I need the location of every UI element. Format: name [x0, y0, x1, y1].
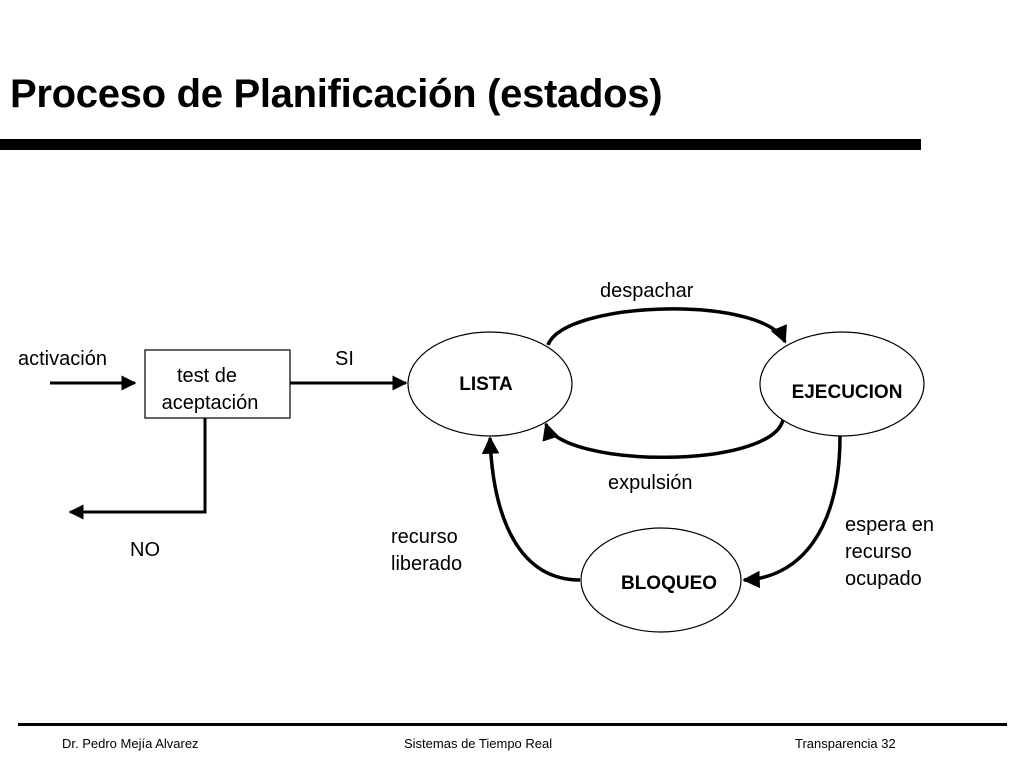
no-arrow — [68, 418, 207, 520]
acceptance-test-box — [144, 349, 291, 419]
resource-wait-line2: recurso — [845, 541, 912, 563]
resource-wait-arrow — [742, 435, 842, 589]
acceptance-test-line2: aceptación — [162, 392, 259, 414]
footer-rule — [18, 723, 1007, 726]
title-underline-bar — [0, 139, 921, 150]
preemption-label: expulsión — [608, 472, 693, 494]
preemption-arrow — [542, 419, 785, 459]
no-label: NO — [130, 539, 160, 561]
state-bloqueo-label: BLOQUEO — [621, 573, 717, 594]
resource-wait-line1: espera en — [845, 514, 934, 536]
state-bloqueo — [580, 527, 742, 633]
dispatch-arrow — [546, 307, 787, 346]
footer-author: Dr. Pedro Mejía Alvarez — [62, 736, 199, 751]
resource-released-line1: recurso — [391, 526, 458, 548]
footer-course: Sistemas de Tiempo Real — [404, 736, 553, 751]
resource-released-arrow — [481, 436, 581, 582]
acceptance-test-line1: test de — [177, 365, 237, 387]
dispatch-label: despachar — [600, 280, 694, 302]
footer-page-number: Transparencia 32 — [795, 736, 896, 751]
state-ejecucion-label: EJECUCION — [792, 382, 903, 403]
state-lista-label: LISTA — [459, 374, 513, 395]
slide-title: Proceso de Planificación (estados) — [10, 72, 663, 116]
si-label: SI — [335, 348, 354, 370]
resource-released-line2: liberado — [391, 553, 462, 575]
resource-wait-line3: ocupado — [845, 568, 922, 590]
state-ejecucion — [759, 331, 925, 437]
state-lista — [407, 331, 573, 437]
activation-label: activación — [18, 348, 107, 370]
